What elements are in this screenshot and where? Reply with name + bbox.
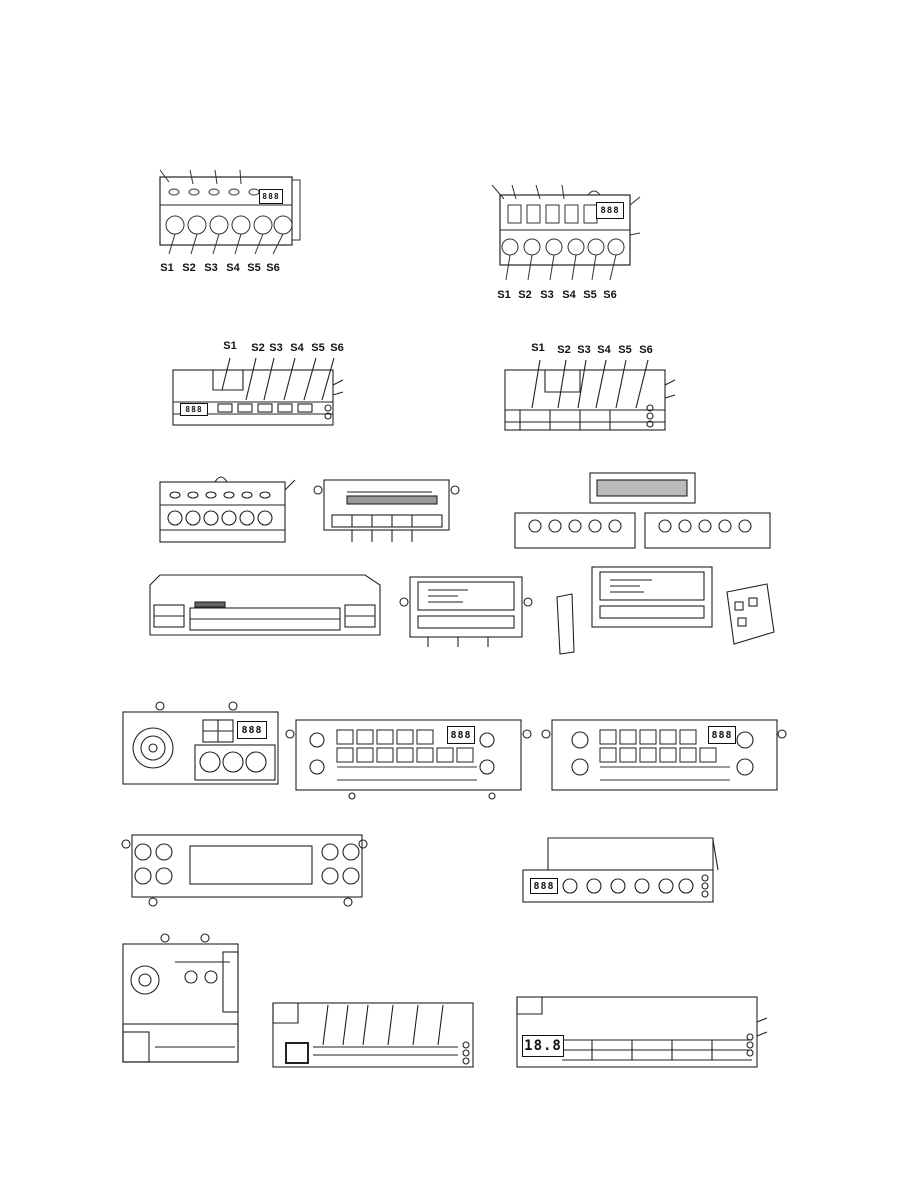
diagram-14: [121, 834, 368, 907]
label-s5: S5: [311, 342, 325, 354]
digit-display: 888: [708, 726, 736, 744]
label-s6: S6: [330, 342, 344, 354]
diagram-15: 888: [518, 830, 723, 910]
digit-display: 18.8: [522, 1035, 564, 1057]
label-s2: S2: [557, 344, 571, 356]
diagram-3-outline: [172, 357, 344, 426]
diagram-15-outline: [522, 837, 719, 903]
label-s6: S6: [639, 344, 653, 356]
diagram-12: 888: [282, 712, 542, 800]
diagram-11-outline: [122, 701, 279, 785]
diagram-16: [122, 933, 239, 1063]
label-s6: S6: [603, 289, 617, 301]
diagram-1-outline: [159, 169, 301, 255]
digit-display: 888: [180, 403, 208, 416]
diagram-12-outline: [285, 719, 532, 800]
diagram-7: [514, 472, 771, 549]
diagram-2-outline: [491, 184, 641, 281]
label-s2: S2: [251, 342, 265, 354]
diagram-18-outline: [516, 996, 768, 1068]
diagram-18: 18.8: [512, 992, 772, 1072]
label-s4: S4: [597, 344, 611, 356]
label-s4: S4: [290, 342, 304, 354]
digit-display: 888: [530, 878, 558, 894]
diagram-8: [149, 574, 381, 636]
label-s2: S2: [182, 262, 196, 274]
diagram-1: 888 S1 S2 S3 S4 S5 S6: [155, 169, 305, 280]
label-s1: S1: [497, 289, 511, 301]
label-s3: S3: [269, 342, 283, 354]
diagram-2: 888 S1 S2 S3 S4 S5 S6: [491, 184, 642, 305]
label-s3: S3: [577, 344, 591, 356]
digit-display: 888: [447, 726, 475, 744]
label-s1: S1: [531, 342, 545, 354]
label-s1: S1: [223, 340, 237, 352]
diagram-9: [399, 576, 533, 647]
digit-display: 888: [259, 189, 283, 204]
diagram-10: [556, 566, 775, 655]
label-s4: S4: [226, 262, 240, 274]
label-s4: S4: [562, 289, 576, 301]
label-s2: S2: [518, 289, 532, 301]
label-s5: S5: [618, 344, 632, 356]
digit-display: 888: [237, 721, 267, 739]
diagram-13: 888: [540, 712, 795, 800]
label-s1: S1: [160, 262, 174, 274]
diagram-17: [272, 1002, 474, 1068]
diagram-3: S1 S2 S3 S4 S5 S6 888: [168, 340, 348, 430]
diagram-5: [159, 476, 296, 543]
label-s5: S5: [247, 262, 261, 274]
diagram-6: [313, 479, 460, 542]
label-s5: S5: [583, 289, 597, 301]
label-s6: S6: [266, 262, 280, 274]
label-s3: S3: [540, 289, 554, 301]
diagram-4-outline: [504, 359, 676, 431]
diagram-13-outline: [541, 719, 787, 791]
digit-display: 888: [596, 202, 624, 219]
diagram-4: S1 S2 S3 S4 S5 S6: [500, 340, 680, 435]
diagram-11: 888: [115, 700, 285, 795]
label-s3: S3: [204, 262, 218, 274]
